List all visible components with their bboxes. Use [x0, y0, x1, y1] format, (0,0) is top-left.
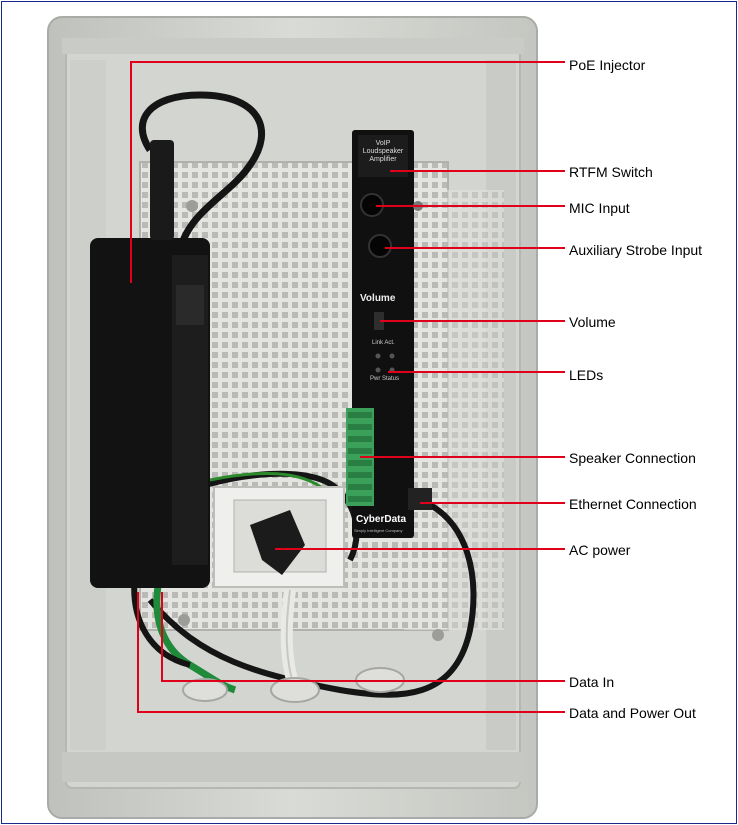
amplifier-pwr-status-text: Pwr Status: [370, 376, 400, 382]
callout-label-data-in: Data In: [569, 674, 615, 690]
callout-label-ac-power: AC power: [569, 542, 631, 558]
callout-label-speaker-connection: Speaker Connection: [569, 450, 696, 466]
callout-label-data-and-power-out: Data and Power Out: [569, 705, 696, 721]
amplifier-title: VoIP Loudspeaker Amplifier: [362, 140, 404, 163]
ethernet-plug: [408, 488, 432, 510]
callout-label-rtfm-switch: RTFM Switch: [569, 164, 653, 180]
callout-line-data-in: [161, 592, 565, 682]
amplifier-volume-text: Volume: [360, 293, 396, 304]
callout-label-volume: Volume: [569, 314, 616, 330]
callout-label-mic-input: MIC Input: [569, 200, 630, 216]
amplifier-brand-tagline: Simply Intelligent Company: [354, 528, 403, 533]
callout-label-leds: LEDs: [569, 367, 604, 383]
amplifier-link-act-text: Link Act.: [372, 340, 395, 346]
strobe-input-jack: [368, 234, 392, 258]
callout-lines: [130, 61, 565, 713]
callout-line-poe-injector: [130, 61, 565, 283]
callout-label-poe-injector: PoE Injector: [569, 57, 646, 73]
callout-label-aux-strobe-input: Auxiliary Strobe Input: [569, 242, 703, 258]
callout-label-ethernet-connection: Ethernet Connection: [569, 496, 697, 512]
amplifier-brand: CyberData: [356, 514, 407, 525]
callout-line-data-power-out: [137, 592, 565, 713]
